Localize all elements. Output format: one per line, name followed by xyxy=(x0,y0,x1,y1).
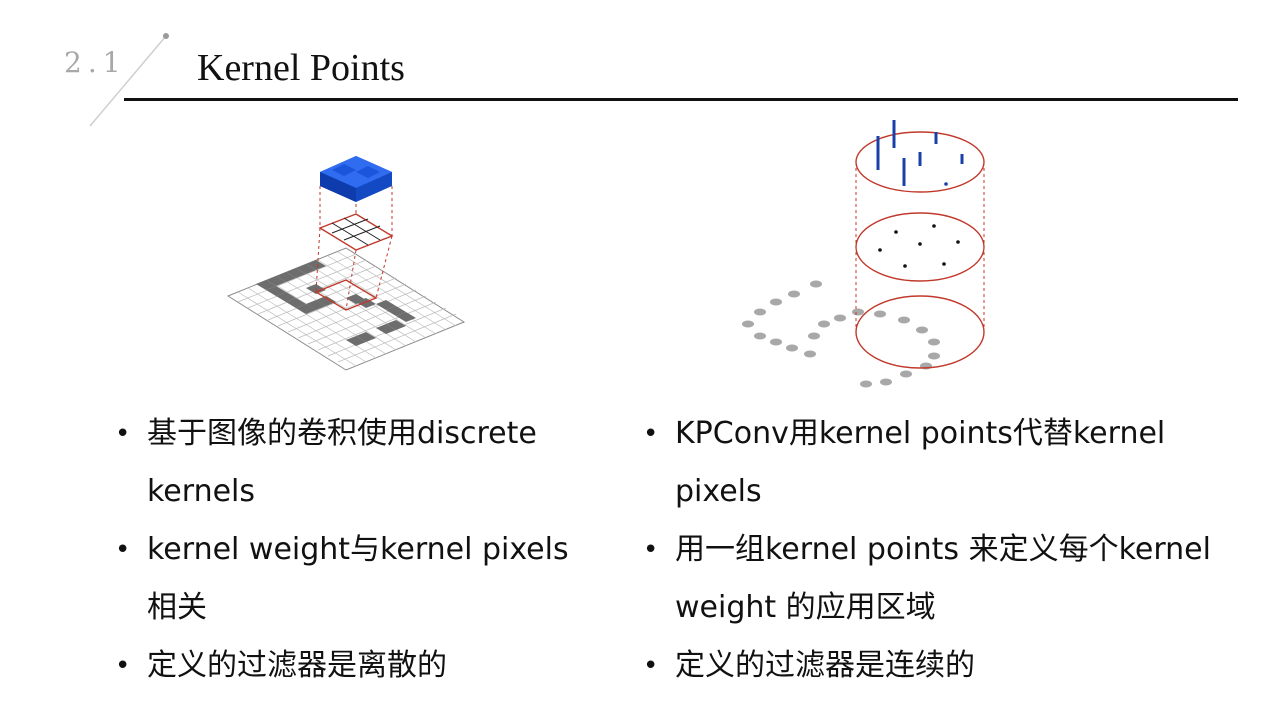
section-number: 2.1 xyxy=(64,46,127,79)
list-item: 基于图像的卷积使用discrete kernels xyxy=(115,405,595,521)
kernel-points xyxy=(878,224,960,268)
title-underline xyxy=(124,98,1238,101)
slide-title: Kernel Points xyxy=(197,47,405,89)
kernel-points-disc xyxy=(855,212,985,282)
list-item: 用一组kernel points 来定义每个kernel weight 的应用区… xyxy=(643,521,1243,637)
list-item: 定义的过滤器是连续的 xyxy=(643,637,1243,695)
kernel-weight-block xyxy=(320,156,392,202)
list-item: kernel weight与kernel pixels相关 xyxy=(115,521,595,637)
right-bullet-list: KPConv用kernel points代替kernel pixels 用一组k… xyxy=(643,405,1243,695)
kernel-3x3-grid xyxy=(318,213,394,251)
kernel-weights-disc xyxy=(855,131,985,193)
list-item: 定义的过滤器是离散的 xyxy=(115,637,595,695)
kernel-weight-bars xyxy=(876,120,964,186)
left-bullet-list: 基于图像的卷积使用discrete kernels kernel weight与… xyxy=(115,405,595,695)
image-pixel-grid xyxy=(226,247,466,371)
list-item: KPConv用kernel points代替kernel pixels xyxy=(643,405,1243,521)
receptive-field-disc xyxy=(855,295,985,369)
image-convolution-illustration xyxy=(226,156,466,371)
header-diagonal-line xyxy=(89,33,169,127)
input-point-cloud xyxy=(742,280,940,388)
kpconv-illustration xyxy=(742,120,985,388)
